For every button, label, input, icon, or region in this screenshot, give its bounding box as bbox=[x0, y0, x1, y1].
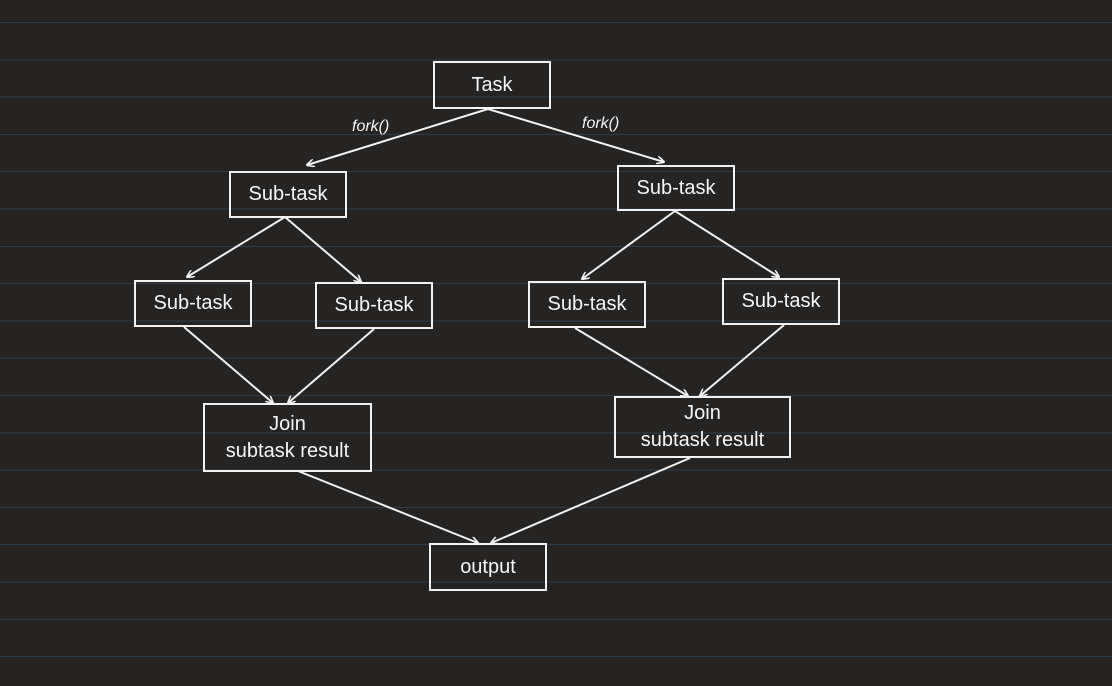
right-join-line2: subtask result bbox=[640, 429, 765, 451]
right-left-subtask-node: Sub-task bbox=[528, 281, 646, 328]
left-join-line1: Join bbox=[269, 412, 306, 435]
right-subtask-label: Sub-task bbox=[636, 176, 716, 199]
edge-right-right-to-right-join bbox=[700, 324, 785, 396]
edge-left-subtask-to-left-left bbox=[187, 216, 286, 277]
left-subtask-node: Sub-task bbox=[229, 171, 347, 218]
right-right-subtask-label: Sub-task bbox=[741, 290, 821, 312]
right-join-line1: Join bbox=[684, 402, 721, 424]
edge-task-to-right-subtask bbox=[487, 108, 664, 162]
left-right-subtask-node: Sub-task bbox=[315, 282, 433, 329]
output-node: output bbox=[429, 543, 547, 591]
edge-left-join-to-output bbox=[297, 470, 478, 543]
edge-left-right-to-left-join bbox=[288, 328, 375, 403]
right-right-subtask-node: Sub-task bbox=[722, 278, 840, 325]
edge-left-subtask-to-left-right bbox=[284, 216, 361, 282]
right-join-node: Join subtask result bbox=[614, 396, 791, 458]
task-node-label: Task bbox=[471, 73, 513, 96]
left-left-subtask-node: Sub-task bbox=[134, 280, 252, 327]
edge-left-left-to-left-join bbox=[183, 326, 273, 403]
edge-right-left-to-right-join bbox=[574, 327, 688, 396]
edge-right-subtask-to-right-left bbox=[582, 210, 676, 279]
left-join-node: Join subtask result bbox=[203, 403, 372, 472]
edge-right-join-to-output bbox=[491, 457, 691, 543]
left-subtask-label: Sub-task bbox=[248, 183, 328, 205]
left-right-subtask-label: Sub-task bbox=[334, 294, 414, 316]
left-join-line2: subtask result bbox=[225, 439, 350, 462]
right-left-subtask-label: Sub-task bbox=[547, 293, 627, 315]
left-left-subtask-label: Sub-task bbox=[153, 292, 233, 314]
edge-task-to-left-subtask bbox=[307, 108, 489, 165]
fork-label-right: fork() bbox=[582, 115, 620, 132]
edge-right-subtask-to-right-right bbox=[674, 210, 779, 277]
task-node: Task bbox=[433, 61, 551, 109]
fork-label-left: fork() bbox=[352, 118, 390, 135]
right-subtask-node: Sub-task bbox=[617, 165, 735, 211]
output-label: output bbox=[460, 555, 516, 578]
